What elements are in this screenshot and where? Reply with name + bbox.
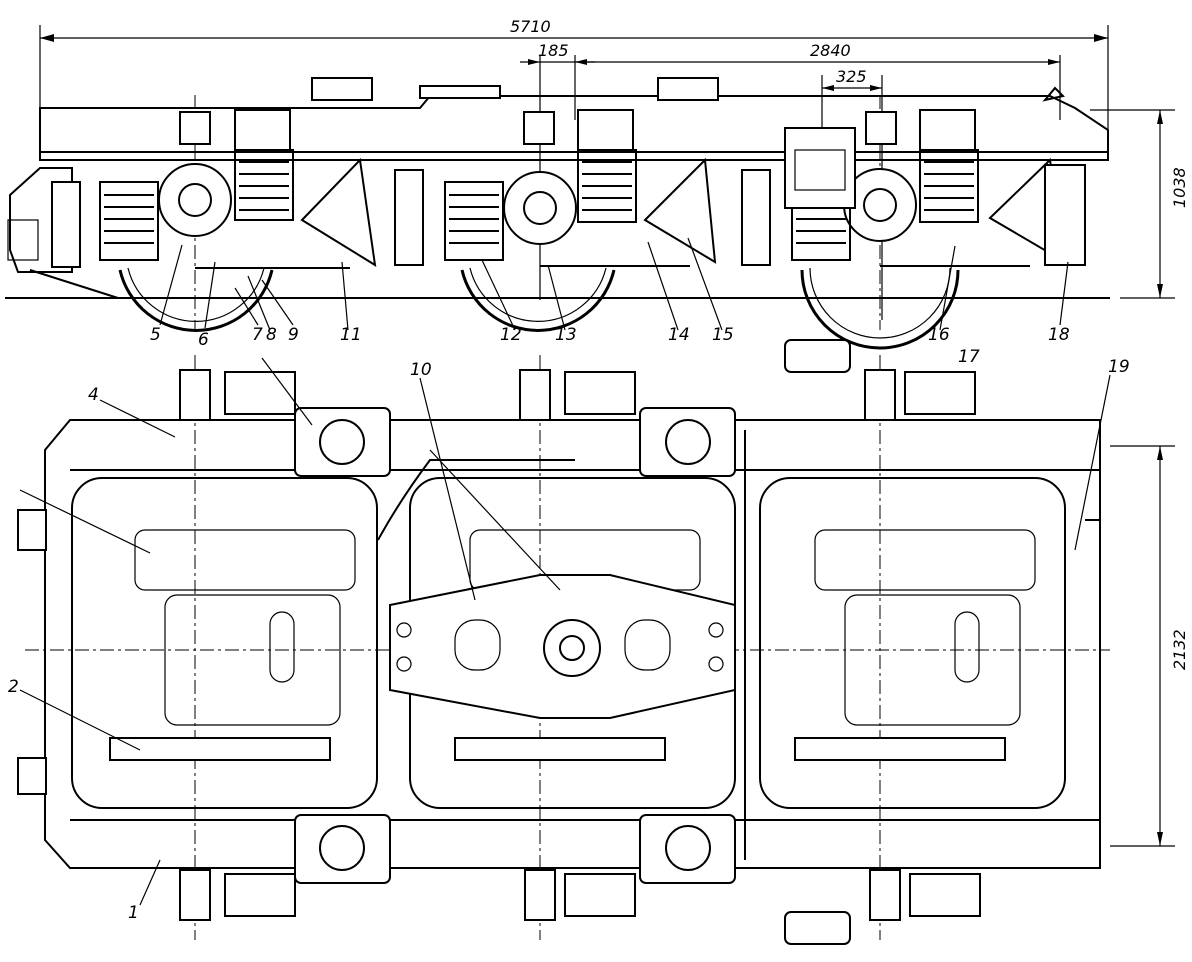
callout-8: 8 [266,325,277,345]
callout-7: 7 [252,325,263,345]
plan-leaders [19,357,1111,906]
callout-9: 9 [288,325,299,345]
dim-offset-a: 185 [538,41,569,60]
dim-height: 1038 [1170,167,1189,208]
dim-offset-b: 325 [836,67,867,86]
side-view [5,77,1110,350]
callout-16: 16 [928,325,950,345]
callout-14: 14 [668,325,690,345]
callout-6: 6 [198,330,209,350]
plan-view [17,339,1101,945]
callout-13: 13 [555,325,577,345]
callout-15: 15 [712,325,734,345]
callout-5: 5 [150,325,161,345]
callout-12: 12 [500,325,522,345]
callout-4: 4 [88,385,99,405]
callout-18: 18 [1048,325,1070,345]
callout-19: 19 [1108,357,1130,377]
dim-wheelbase: 2840 [810,41,851,60]
side-leaders [159,237,1069,331]
dim-overall-length: 5710 [510,17,551,36]
callout-10: 10 [410,360,432,380]
dim-width: 2132 [1170,629,1189,670]
callout-2: 2 [8,677,19,697]
callout-17: 17 [958,347,980,367]
callout-11: 11 [340,325,362,345]
callout-1: 1 [128,903,139,923]
